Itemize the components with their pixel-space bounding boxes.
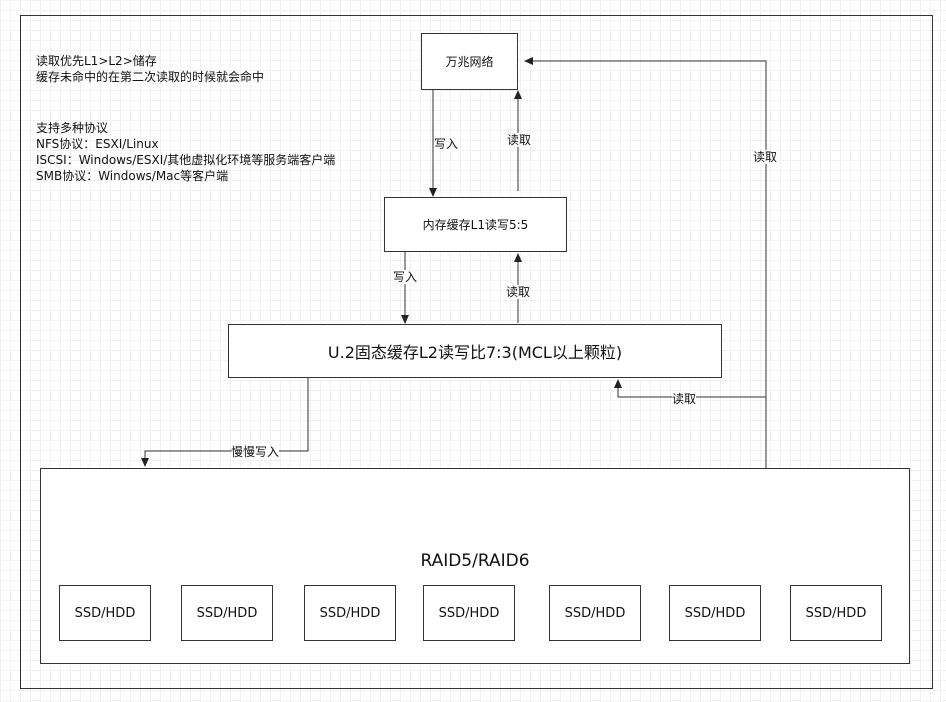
protocol-note-line: 支持多种协议 bbox=[36, 121, 109, 135]
protocol-notes: 支持多种协议 NFS协议：ESXI/Linux ISCSI：Windows/ES… bbox=[36, 120, 335, 184]
node-l2-label: U.2固态缓存L2读写比7:3(MCL以上颗粒) bbox=[327, 343, 623, 362]
edge-l2-to-raid-slow-write bbox=[141, 378, 309, 467]
disk-box: SSD/HDD bbox=[304, 585, 396, 641]
cache-note-line: 读取优先L1>L2>储存 bbox=[36, 54, 157, 68]
disk-label: SSD/HDD bbox=[74, 605, 136, 621]
disk-box: SSD/HDD bbox=[181, 585, 273, 641]
disk-box: SSD/HDD bbox=[59, 585, 151, 641]
disk-box: SSD/HDD bbox=[549, 585, 641, 641]
node-network-label: 万兆网络 bbox=[445, 55, 494, 69]
outer-frame bbox=[20, 15, 933, 689]
protocol-note-line: ISCSI：Windows/ESXI/其他虚拟化环境等服务端客户端 bbox=[36, 153, 336, 167]
edge-raid-to-l2-read bbox=[614, 379, 766, 398]
protocol-note-line: NFS协议：ESXI/Linux bbox=[36, 137, 159, 151]
disk-box: SSD/HDD bbox=[790, 585, 882, 641]
edge-label-write-l1-l2: 写入 bbox=[393, 270, 418, 284]
disk-box: SSD/HDD bbox=[669, 585, 761, 641]
cache-note-line: 缓存未命中的在第二次读取的时候就会命中 bbox=[36, 70, 265, 84]
node-l2-cache: U.2固态缓存L2读写比7:3(MCL以上颗粒) bbox=[228, 324, 722, 378]
node-l1-label: 内存缓存L1读写5:5 bbox=[422, 218, 529, 232]
raid-title: RAID5/RAID6 bbox=[420, 551, 530, 571]
edge-label-slow-write: 慢慢写入 bbox=[231, 445, 280, 459]
disk-label: SSD/HDD bbox=[319, 605, 381, 621]
disk-box: SSD/HDD bbox=[423, 585, 515, 641]
disk-label: SSD/HDD bbox=[564, 605, 626, 621]
edge-label-write-net-l1: 写入 bbox=[434, 137, 459, 151]
edge-label-read-raid-l2: 读取 bbox=[672, 392, 697, 406]
disk-label: SSD/HDD bbox=[438, 605, 500, 621]
edge-label-read-l2-l1: 读取 bbox=[506, 285, 531, 299]
edge-label-read-l1-net: 读取 bbox=[507, 133, 532, 147]
disk-label: SSD/HDD bbox=[684, 605, 746, 621]
disk-label: SSD/HDD bbox=[196, 605, 258, 621]
node-network: 万兆网络 bbox=[421, 33, 518, 90]
cache-notes: 读取优先L1>L2>储存 缓存未命中的在第二次读取的时候就会命中 bbox=[36, 53, 264, 85]
node-l1-cache: 内存缓存L1读写5:5 bbox=[384, 197, 567, 252]
protocol-note-line: SMB协议：Windows/Mac等客户端 bbox=[36, 169, 229, 183]
edge-raid-to-net-read bbox=[524, 57, 767, 468]
disk-label: SSD/HDD bbox=[805, 605, 867, 621]
edge-label-read-raid-net: 读取 bbox=[753, 150, 778, 164]
